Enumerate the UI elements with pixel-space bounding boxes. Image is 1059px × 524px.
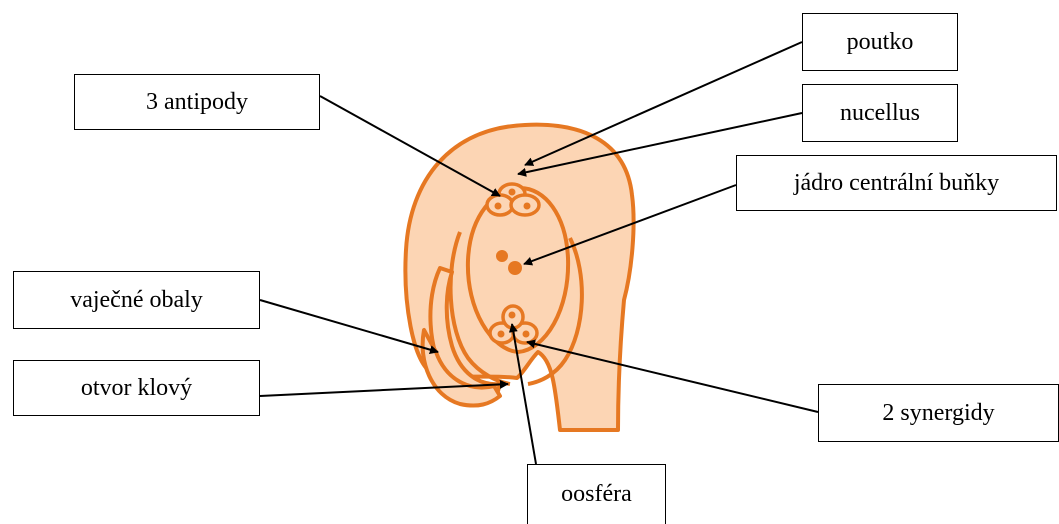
ovule [405,125,633,430]
label-egg-cell: oosféra [527,464,666,524]
label-integuments: vaječné obaly [13,271,260,329]
polar-nucleus [508,261,522,275]
arrow-poutko [525,42,802,165]
label-micropyle: otvor klový [13,360,260,416]
label-synergids: 2 synergidy [818,384,1059,442]
polar-nucleus [496,250,508,262]
label-central-cell-nucleus: jádro centrální buňky [736,155,1057,211]
label-antipody: 3 antipody [74,74,320,130]
label-poutko: poutko [802,13,958,71]
label-nucellus: nucellus [802,84,958,142]
